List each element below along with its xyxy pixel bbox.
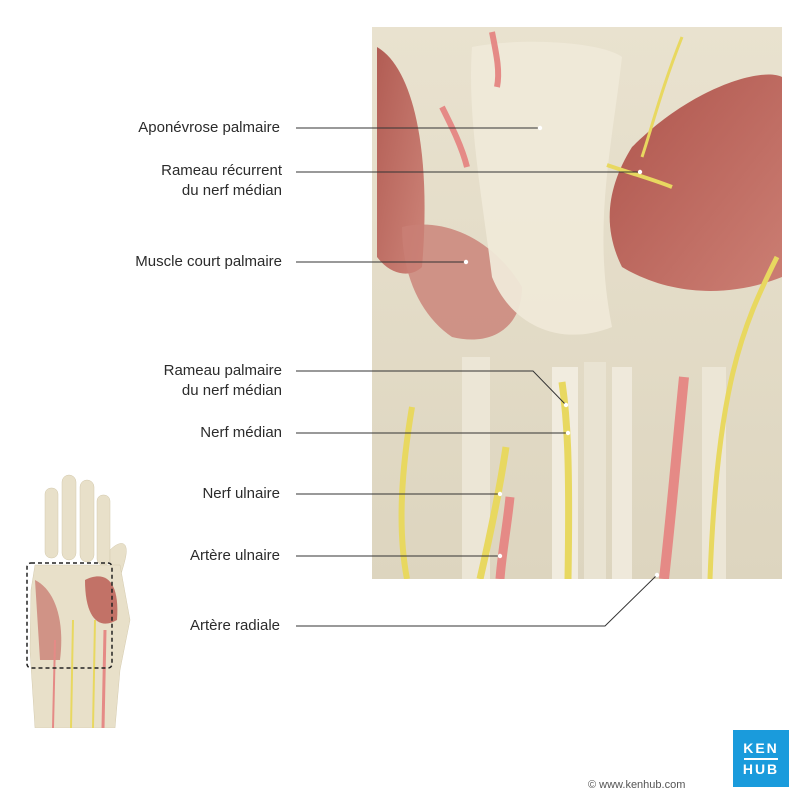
label-ulnar-nerve: Nerf ulnaire [202, 485, 280, 502]
logo-divider [744, 757, 778, 760]
region-highlight-box [26, 562, 113, 669]
leader-radial-artery [296, 574, 658, 627]
label-median-nerve: Nerf médian [200, 424, 282, 441]
label-ulnar-artery: Artère ulnaire [189, 547, 280, 564]
label-palmaris-brevis: Muscle court palmaire [135, 253, 282, 270]
hand-thumbnail [26, 474, 131, 728]
copyright-credit: © www.kenhub.com [588, 779, 686, 791]
dissection-photo [372, 27, 782, 579]
label-palmar-aponeurosis: Aponévrose palmaire [138, 119, 280, 136]
label-palmar-branch-median-nerve: Rameau palmaire du nerf médian [163, 362, 282, 399]
label-recurrent-branch-median-nerve: Rameau récurrent du nerf médian [161, 162, 282, 199]
kenhub-logo: KEN HUB [733, 730, 789, 787]
label-radial-artery: Artère radiale [189, 617, 280, 634]
